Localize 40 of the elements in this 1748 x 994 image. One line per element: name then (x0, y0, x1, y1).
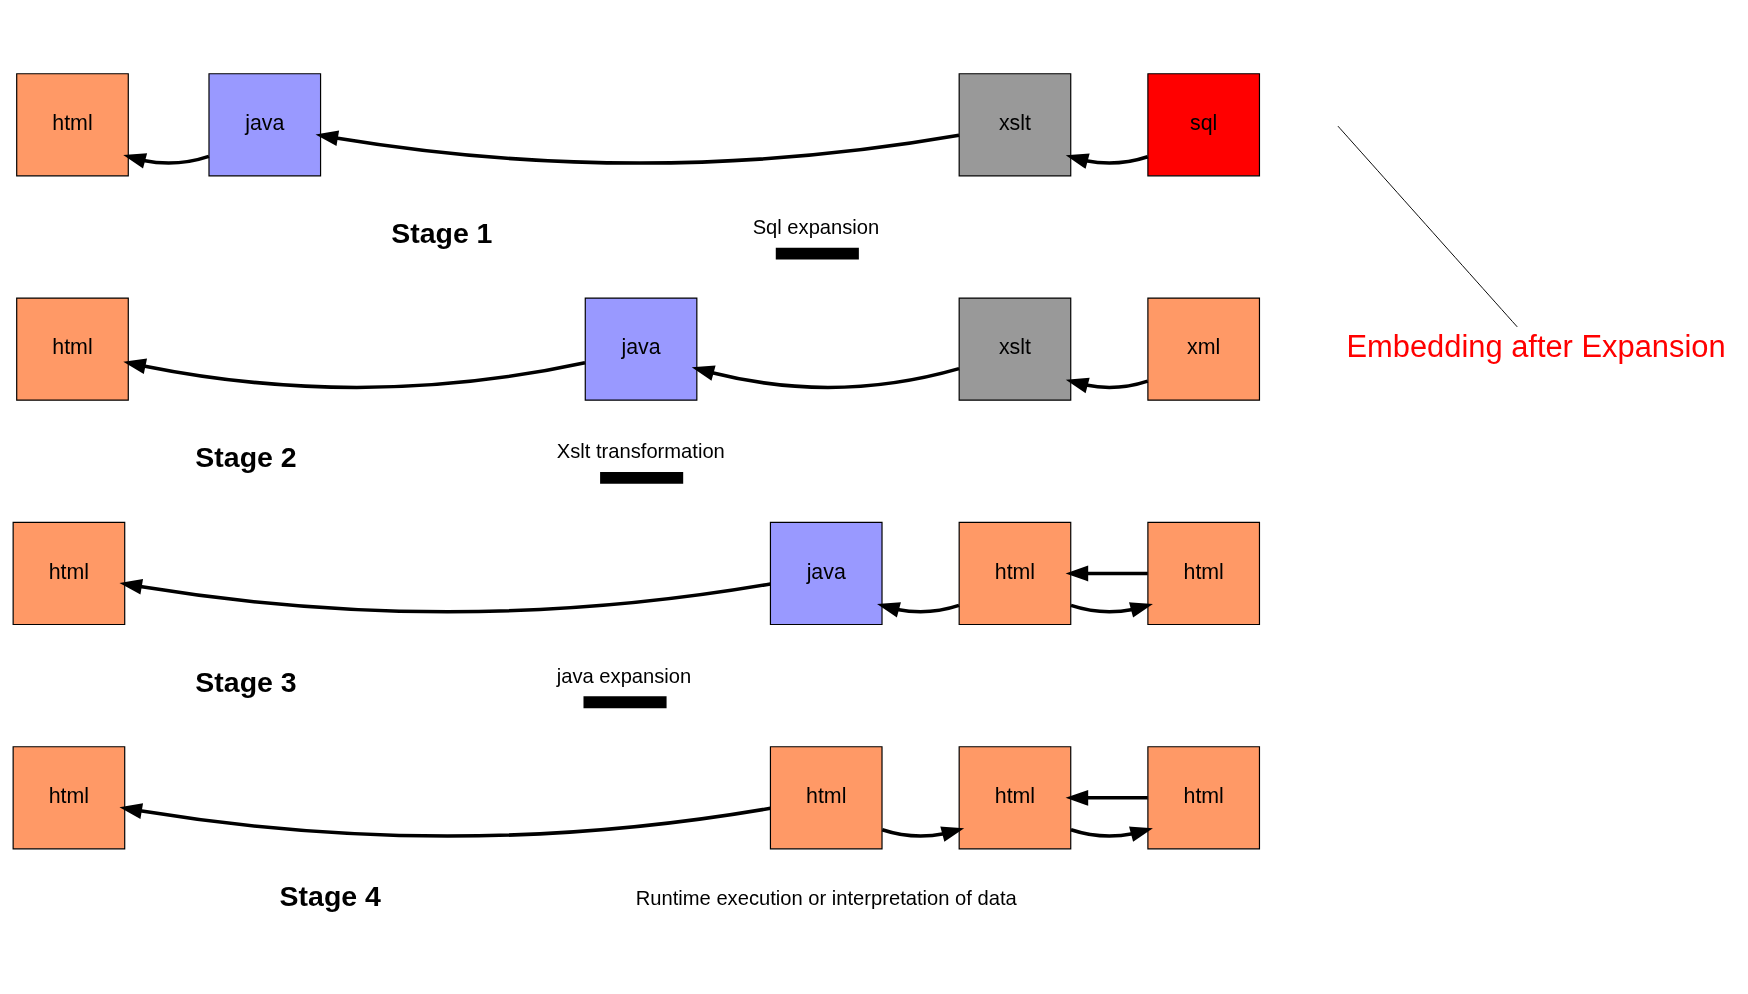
label: Xslt transformation (556, 439, 725, 462)
arrow (881, 826, 965, 842)
node-box: java (769, 521, 883, 625)
arrow (315, 129, 960, 165)
label: Runtime execution or interpretation of data (635, 886, 1017, 909)
label: Stage 3 (195, 665, 297, 698)
arrow (119, 578, 771, 613)
arrow (1065, 377, 1149, 393)
arrow (1065, 565, 1148, 581)
node-box: html (16, 72, 129, 176)
arrow (123, 152, 210, 168)
node-box: html (958, 745, 1072, 849)
arrow (1070, 601, 1153, 617)
arrow (691, 364, 960, 389)
node-box: xslt (958, 72, 1072, 176)
arrow (1070, 826, 1153, 842)
label: Stage 1 (391, 216, 493, 249)
label: Sql expansion (752, 215, 880, 238)
label: Stage 4 (279, 879, 381, 912)
node-box: java (208, 72, 322, 176)
label: java expansion (556, 664, 692, 687)
node-box: html (958, 521, 1072, 625)
node-box: html (16, 297, 129, 401)
node-text: Embedding after Expansion (1346, 328, 1726, 364)
node-box: java (584, 297, 698, 401)
arrow (877, 601, 960, 617)
node-box: sql (1147, 72, 1261, 176)
arrow (123, 358, 586, 389)
node-box: html (769, 745, 883, 849)
node-box: html (1147, 521, 1261, 625)
node-box: html (12, 745, 126, 849)
arrow (119, 802, 771, 838)
node-box: html (12, 521, 126, 625)
node-box: html (1147, 745, 1261, 849)
connector (1337, 125, 1518, 327)
arrow (1065, 153, 1149, 169)
node-box: xml (1147, 297, 1261, 401)
arrow (1065, 789, 1148, 806)
label: Stage 2 (195, 440, 297, 473)
node-box: xslt (958, 297, 1072, 401)
